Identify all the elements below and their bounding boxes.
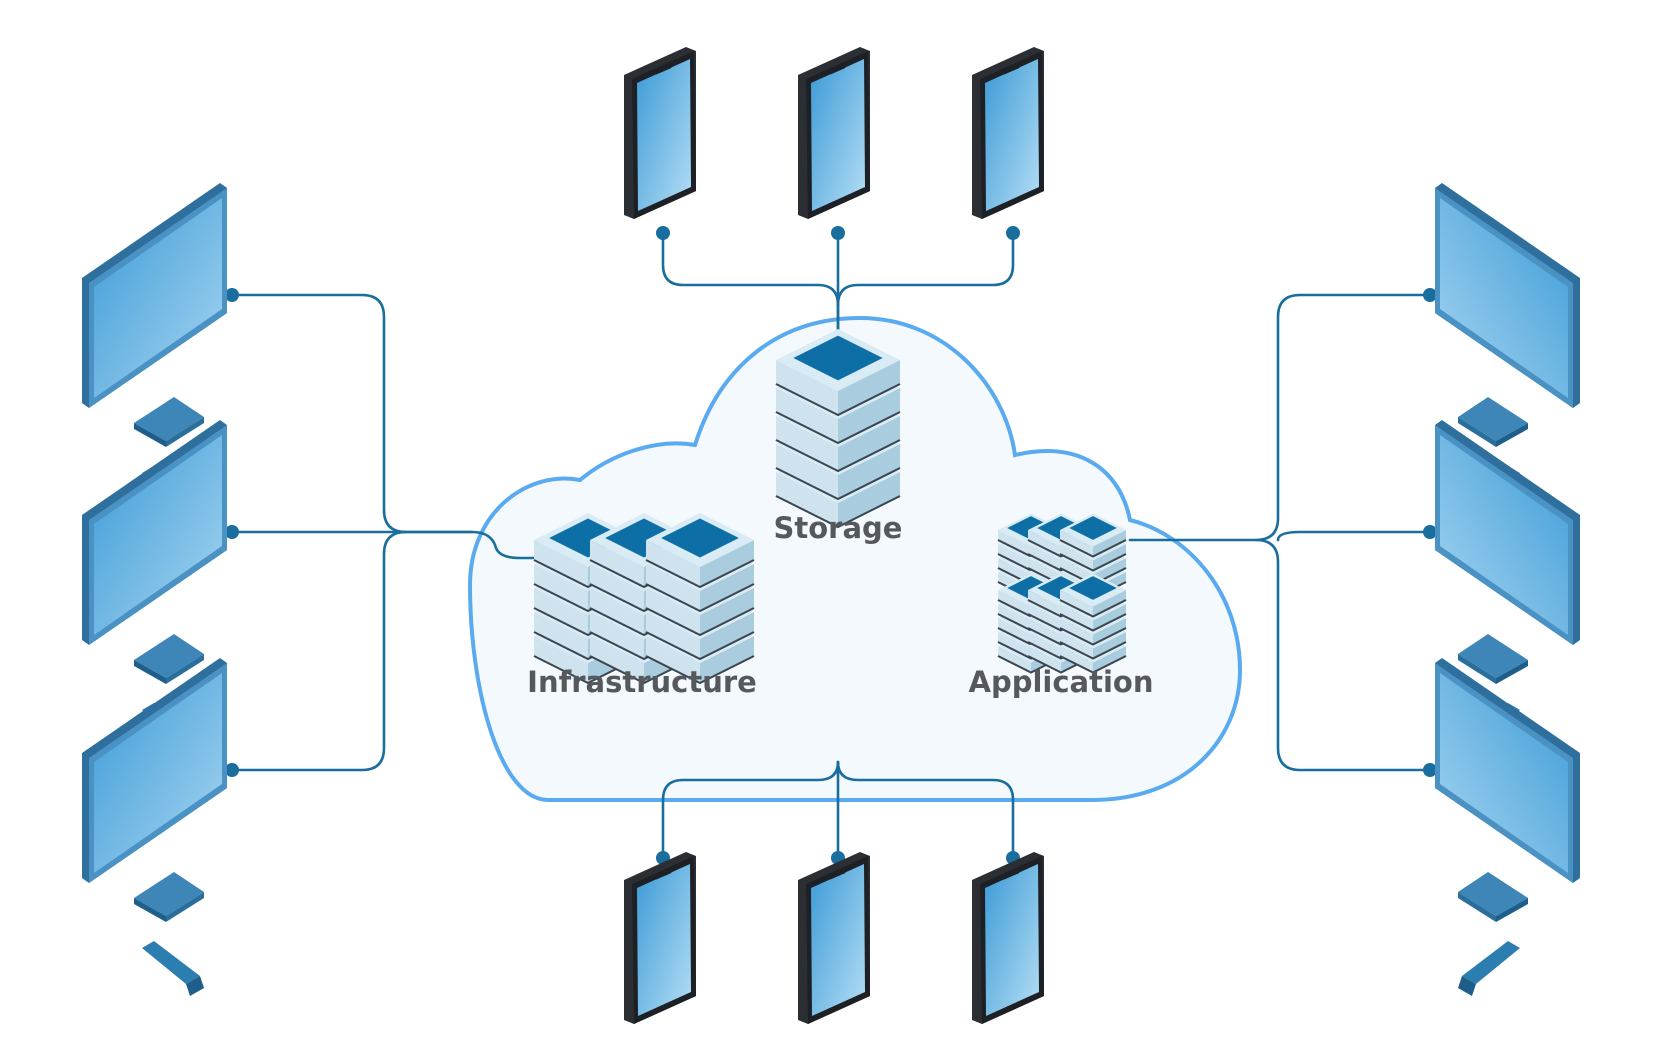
phone-bottom-1 [624, 852, 696, 1024]
phone-group [624, 47, 1044, 1024]
infrastructure-label: Infrastructure [527, 665, 757, 699]
infrastructure-server-3 [645, 513, 755, 685]
phone-bottom-3 [972, 852, 1044, 1024]
left-connectors [225, 288, 542, 777]
left-monitor-3 [82, 658, 227, 996]
storage-server [775, 329, 901, 529]
storage-server-stack [775, 329, 901, 529]
phone-top-3 [972, 47, 1044, 219]
application-server-6 [1059, 573, 1127, 674]
cloud-shape [467, 315, 1243, 802]
bottom-connectors [656, 760, 1020, 865]
phone-top-1 [624, 47, 696, 219]
application-label: Application [969, 665, 1154, 699]
phone-bottom-2 [798, 852, 870, 1024]
infrastructure-server-stack [533, 513, 755, 685]
right-monitor-3 [1435, 658, 1580, 996]
right-connectors [1128, 288, 1437, 777]
application-server-stack [997, 513, 1127, 674]
top-connectors [656, 226, 1020, 344]
storage-label: Storage [774, 511, 903, 545]
phone-top-2 [798, 47, 870, 219]
